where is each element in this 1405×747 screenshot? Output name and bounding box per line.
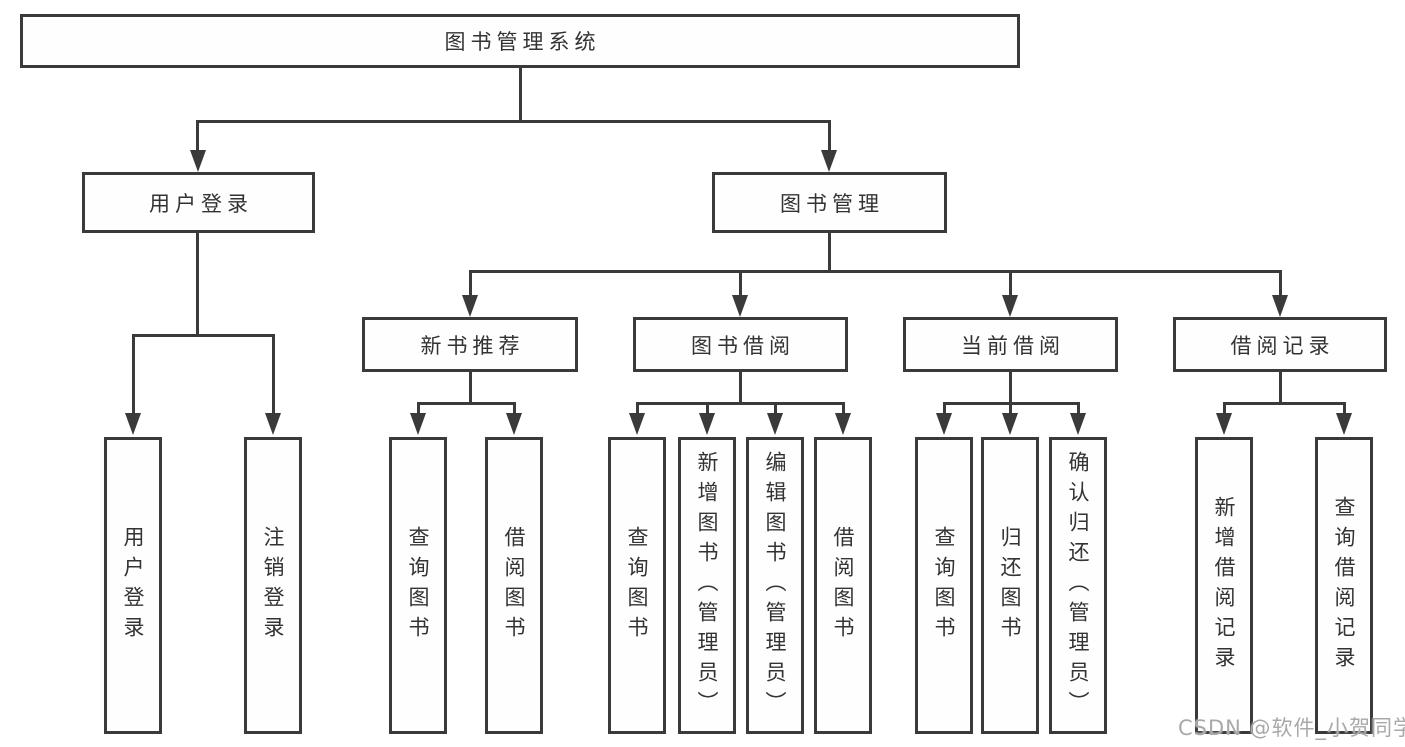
- node-label: 当前借阅: [961, 333, 1065, 358]
- node-label: 图书管理系统: [444, 30, 601, 54]
- node-label: 图书借阅: [691, 333, 795, 358]
- node-user-login: 用户登录: [82, 172, 315, 233]
- node-label: 借阅图书: [831, 525, 856, 646]
- connector-line: [1009, 270, 1012, 297]
- node-book-management: 图书管理: [712, 172, 947, 233]
- arrow-down-icon: [462, 295, 478, 317]
- arrow-down-icon: [1216, 413, 1232, 435]
- node-label: 图书管理: [780, 191, 884, 216]
- node-label: 编辑图书（管理员）: [763, 450, 788, 721]
- connector-line: [739, 270, 742, 297]
- arrow-down-icon: [1002, 413, 1018, 435]
- connector-line: [1077, 402, 1080, 415]
- arrow-down-icon: [506, 413, 522, 435]
- connector-line: [1223, 402, 1226, 415]
- node-label: 注销登录: [261, 525, 286, 646]
- node-leaf-edit-book-admin: 编辑图书（管理员）: [746, 437, 804, 734]
- connector-line: [469, 270, 472, 297]
- node-leaf-add-borrow-record: 新增借阅记录: [1195, 437, 1253, 734]
- node-root-library-system: 图书管理系统: [20, 14, 1020, 68]
- node-label: 归还图书: [998, 525, 1023, 646]
- node-label: 新增借阅记录: [1212, 495, 1237, 676]
- node-leaf-query-books-current: 查询图书: [915, 437, 973, 734]
- node-leaf-borrow-books: 借阅图书: [814, 437, 872, 734]
- node-label: 查询图书: [625, 525, 650, 646]
- node-leaf-return-book: 归还图书: [981, 437, 1039, 734]
- node-leaf-query-books-recommend: 查询图书: [389, 437, 447, 734]
- node-current-borrowing: 当前借阅: [903, 317, 1118, 372]
- connector-line: [842, 402, 845, 415]
- node-label: 查询借阅记录: [1332, 495, 1357, 676]
- connector-line: [943, 402, 946, 415]
- connector-line: [196, 233, 199, 337]
- arrow-down-icon: [125, 413, 141, 435]
- node-leaf-query-borrow-record: 查询借阅记录: [1315, 437, 1373, 734]
- node-new-book-recommend: 新书推荐: [362, 317, 578, 372]
- node-book-borrowing: 图书借阅: [633, 317, 848, 372]
- arrow-down-icon: [936, 413, 952, 435]
- arrow-down-icon: [190, 150, 206, 172]
- arrow-down-icon: [410, 413, 426, 435]
- arrow-down-icon: [629, 413, 645, 435]
- node-leaf-user-login: 用户登录: [104, 437, 162, 734]
- node-label: 查询图书: [406, 525, 431, 646]
- connector-line: [272, 334, 275, 415]
- arrow-down-icon: [835, 413, 851, 435]
- connector-line: [513, 402, 516, 415]
- connector-line: [636, 402, 845, 405]
- connector-line: [636, 402, 639, 415]
- node-label: 借阅记录: [1230, 333, 1335, 358]
- connector-line: [1343, 402, 1346, 415]
- connector-line: [1279, 372, 1282, 405]
- connector-line: [1279, 270, 1282, 297]
- arrow-down-icon: [265, 413, 281, 435]
- connector-line: [132, 334, 275, 337]
- node-leaf-query-books-borrowing: 查询图书: [608, 437, 666, 734]
- arrow-down-icon: [699, 413, 715, 435]
- arrow-down-icon: [821, 150, 837, 172]
- arrow-down-icon: [1336, 413, 1352, 435]
- node-leaf-borrow-books-recommend: 借阅图书: [485, 437, 543, 734]
- node-borrow-records: 借阅记录: [1173, 317, 1387, 372]
- arrow-down-icon: [1272, 295, 1288, 317]
- connector-line: [519, 68, 522, 123]
- connector-line: [417, 402, 516, 405]
- node-label: 用户登录: [149, 191, 253, 216]
- arrow-down-icon: [767, 413, 783, 435]
- node-label: 新书推荐: [420, 333, 525, 358]
- connector-line: [1223, 402, 1346, 405]
- node-label: 查询图书: [932, 525, 957, 646]
- connector-line: [828, 120, 831, 152]
- csdn-watermark: CSDN @软件_小贺同学: [1178, 716, 1405, 740]
- connector-line: [1009, 372, 1012, 405]
- node-leaf-logout: 注销登录: [244, 437, 302, 734]
- connector-line: [739, 372, 742, 405]
- node-label: 确认归还（管理员）: [1066, 450, 1091, 721]
- arrow-down-icon: [732, 295, 748, 317]
- connector-line: [132, 334, 135, 415]
- connector-line: [469, 270, 1282, 273]
- connector-line: [196, 120, 199, 152]
- connector-line: [196, 120, 831, 123]
- node-label: 借阅图书: [502, 525, 527, 646]
- connector-line: [417, 402, 420, 415]
- connector-line: [828, 233, 831, 273]
- node-leaf-confirm-return-admin: 确认归还（管理员）: [1049, 437, 1107, 734]
- node-leaf-add-book-admin: 新增图书（管理员）: [678, 437, 736, 734]
- node-label: 用户登录: [121, 525, 146, 646]
- arrow-down-icon: [1002, 295, 1018, 317]
- connector-line: [774, 402, 777, 415]
- arrow-down-icon: [1070, 413, 1086, 435]
- connector-line: [469, 372, 472, 405]
- connector-line: [1009, 402, 1012, 415]
- connector-line: [706, 402, 709, 415]
- node-label: 新增图书（管理员）: [695, 450, 720, 721]
